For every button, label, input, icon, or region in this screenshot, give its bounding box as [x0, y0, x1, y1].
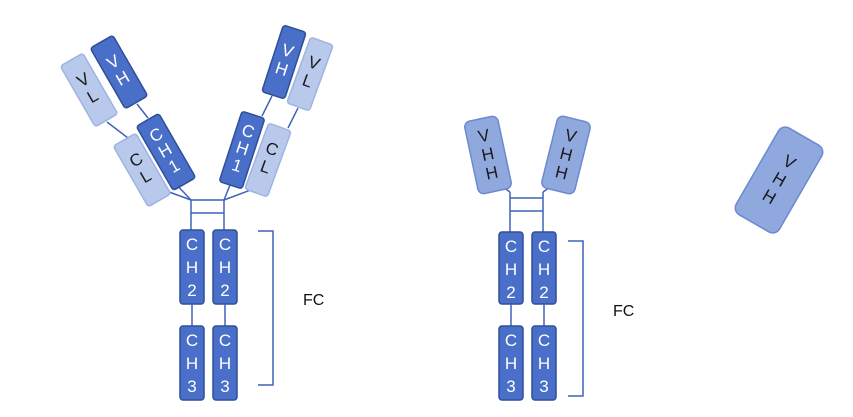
- ch3-domain-2: [212, 325, 238, 401]
- vh-domain-left: VH: [90, 35, 148, 109]
- ch3-domain-1: [179, 325, 205, 401]
- vl-cl-link-right: [287, 107, 299, 129]
- vhh-domain-right: VHH: [541, 115, 591, 195]
- vhh-label-right: VHH: [553, 125, 579, 183]
- vl-cl-link-left: [106, 121, 129, 139]
- fc-label-2: FC: [613, 303, 634, 320]
- ch1-domain-right: CH1: [219, 111, 265, 189]
- hc-ch3-domain-1: [498, 325, 524, 401]
- igg-antibody: VL CL VH CH1 VH: [60, 25, 334, 401]
- ch1-domain-left: CH1: [136, 113, 196, 191]
- nanobody-vhh-domain: [734, 126, 824, 234]
- vhh-domain-left: VHH: [464, 115, 512, 195]
- vh-domain-right: VH: [261, 25, 307, 99]
- nanobody-vhh: VHH: [734, 126, 824, 234]
- vl-domain-left: VL: [60, 53, 118, 127]
- vl-domain-right: VL: [286, 37, 334, 111]
- fc-bracket-1: [258, 230, 274, 386]
- cl-domain-left: CL: [113, 133, 171, 207]
- fc-label-1: FC: [303, 292, 324, 309]
- hc-ch3-domain-2: [531, 325, 557, 401]
- vh-ch1-link-right: [261, 95, 273, 117]
- vh-ch1-link-left: [136, 103, 149, 119]
- fc-bracket-2: [568, 240, 584, 397]
- vhh-label-left: VHH: [476, 125, 500, 183]
- cl-domain-right: CL: [244, 123, 292, 197]
